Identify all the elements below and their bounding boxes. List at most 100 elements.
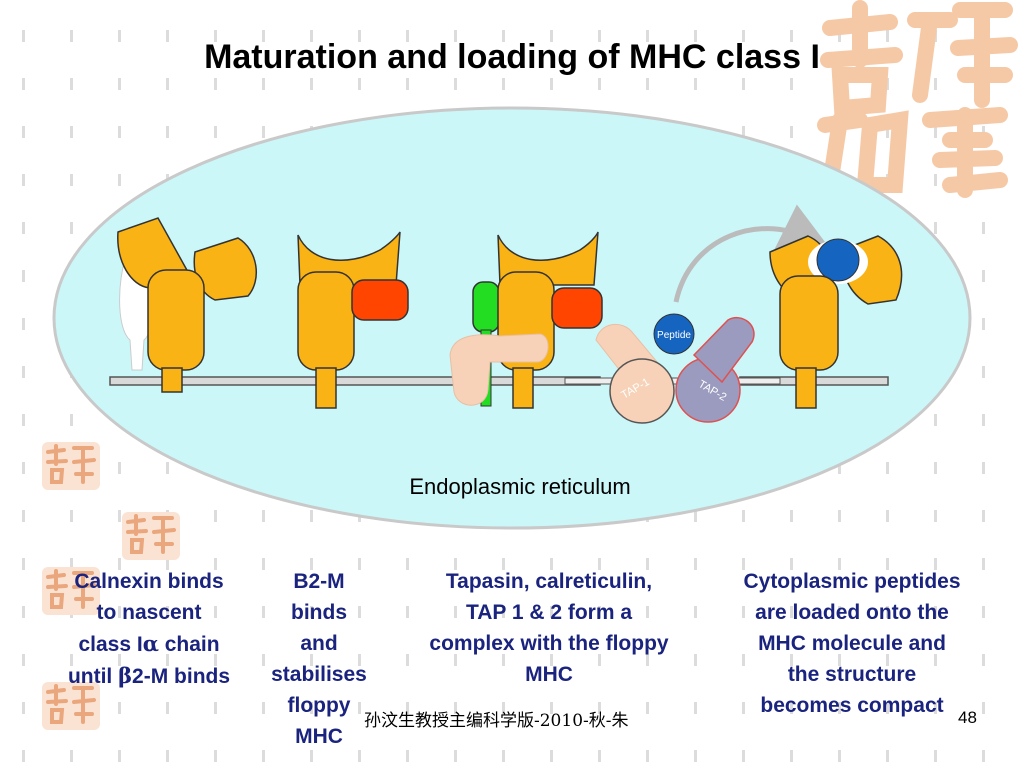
grid-dash <box>838 654 841 666</box>
seal-small-decoration-1 <box>42 442 100 490</box>
grid-dash <box>502 606 505 618</box>
grid-dash <box>982 366 985 378</box>
grid-dash <box>934 510 937 522</box>
grid-dash <box>838 750 841 762</box>
grid-dash <box>838 702 841 714</box>
grid-dash <box>454 606 457 618</box>
beta-symbol: β <box>118 663 133 688</box>
grid-dash <box>694 606 697 618</box>
grid-dash <box>790 558 793 570</box>
grid-dash <box>790 606 793 618</box>
grid-dash <box>934 462 937 474</box>
caption-step3-line: complex with the floppy <box>429 632 669 655</box>
mhc4-alpha3-domain <box>779 275 839 371</box>
er-label: Endoplasmic reticulum <box>409 474 631 499</box>
grid-dash <box>742 750 745 762</box>
grid-dash <box>790 702 793 714</box>
grid-dash <box>742 30 745 42</box>
step1-complex <box>117 217 257 393</box>
grid-dash <box>886 750 889 762</box>
grid-dash <box>358 654 361 666</box>
grid-dash <box>454 30 457 42</box>
calreticulin-shape <box>449 333 549 406</box>
grid-dash <box>550 654 553 666</box>
caption-step2-line: binds <box>291 601 347 624</box>
grid-dash <box>598 702 601 714</box>
grid-dash <box>646 654 649 666</box>
grid-dash <box>646 606 649 618</box>
grid-dash <box>454 78 457 90</box>
grid-dash <box>502 78 505 90</box>
grid-dash <box>646 702 649 714</box>
grid-dash <box>262 750 265 762</box>
grid-dash <box>214 558 217 570</box>
seal-small-decoration-2 <box>122 512 180 560</box>
grid-dash <box>310 654 313 666</box>
grid-dash <box>982 654 985 666</box>
grid-dash <box>166 702 169 714</box>
grid-dash <box>70 30 73 42</box>
step4-complex <box>769 235 903 409</box>
grid-dash <box>310 750 313 762</box>
grid-dash <box>70 510 73 522</box>
grid-dash <box>22 270 25 282</box>
grid-dash <box>790 510 793 522</box>
caption-step3-line: MHC <box>525 663 573 686</box>
tap1-body <box>609 358 675 424</box>
caption-step2-line: stabilises <box>271 663 367 686</box>
grid-dash <box>454 654 457 666</box>
grid-dash <box>838 462 841 474</box>
grid-dash <box>454 702 457 714</box>
caption-step1-line4b: 2-M binds <box>132 665 231 688</box>
grid-dash <box>166 654 169 666</box>
caption-step1-line3b: chain <box>158 633 220 656</box>
caption-step4-line: are loaded onto the <box>755 601 949 624</box>
grid-dash <box>502 750 505 762</box>
grid-dash <box>886 702 889 714</box>
caption-step3-line: TAP 1 & 2 form a <box>465 601 633 624</box>
grid-dash <box>502 654 505 666</box>
caption-step1-line4: until β2-M binds <box>46 660 252 692</box>
peptide-transfer-arrow <box>673 204 831 303</box>
grid-dash <box>694 510 697 522</box>
grid-dash <box>790 126 793 138</box>
caption-step4-line: MHC molecule and <box>758 632 946 655</box>
grid-dash <box>406 30 409 42</box>
grid-dash <box>646 750 649 762</box>
grid-dash <box>934 222 937 234</box>
grid-dash <box>982 606 985 618</box>
grid-dash <box>70 654 73 666</box>
grid-dash <box>70 414 73 426</box>
grid-dash <box>982 510 985 522</box>
caption-step4: Cytoplasmic peptides are loaded onto the… <box>714 566 990 721</box>
grid-dash <box>694 78 697 90</box>
seal-small-decoration-3 <box>42 567 100 615</box>
grid-dash <box>934 750 937 762</box>
grid-dash <box>166 30 169 42</box>
grid-dash <box>22 126 25 138</box>
slide-title: Maturation and loading of MHC class I <box>204 38 820 76</box>
grid-dash <box>886 126 889 138</box>
grid-dash <box>262 510 265 522</box>
grid-dash <box>262 30 265 42</box>
grid-dash <box>598 654 601 666</box>
grid-dash <box>694 750 697 762</box>
grid-dash <box>406 654 409 666</box>
caption-step4-line: becomes compact <box>760 694 944 717</box>
grid-dash <box>118 654 121 666</box>
caption-step3: Tapasin, calreticulin, TAP 1 & 2 form a … <box>396 566 702 690</box>
grid-dash <box>406 702 409 714</box>
grid-dash <box>70 78 73 90</box>
grid-dash <box>886 30 889 42</box>
grid-dash <box>22 510 25 522</box>
caption-step1: Calnexin binds to nascent class Iα chain… <box>46 566 252 692</box>
grid-dash <box>358 558 361 570</box>
seal-small-decoration-4 <box>42 682 100 730</box>
grid-dash <box>262 606 265 618</box>
tap-transporter: TAP-1 TAP-2 Peptide <box>595 313 755 424</box>
grid-dash <box>358 750 361 762</box>
grid-dash <box>262 702 265 714</box>
grid-dash <box>838 510 841 522</box>
grid-dash <box>598 78 601 90</box>
grid-dash <box>118 510 121 522</box>
